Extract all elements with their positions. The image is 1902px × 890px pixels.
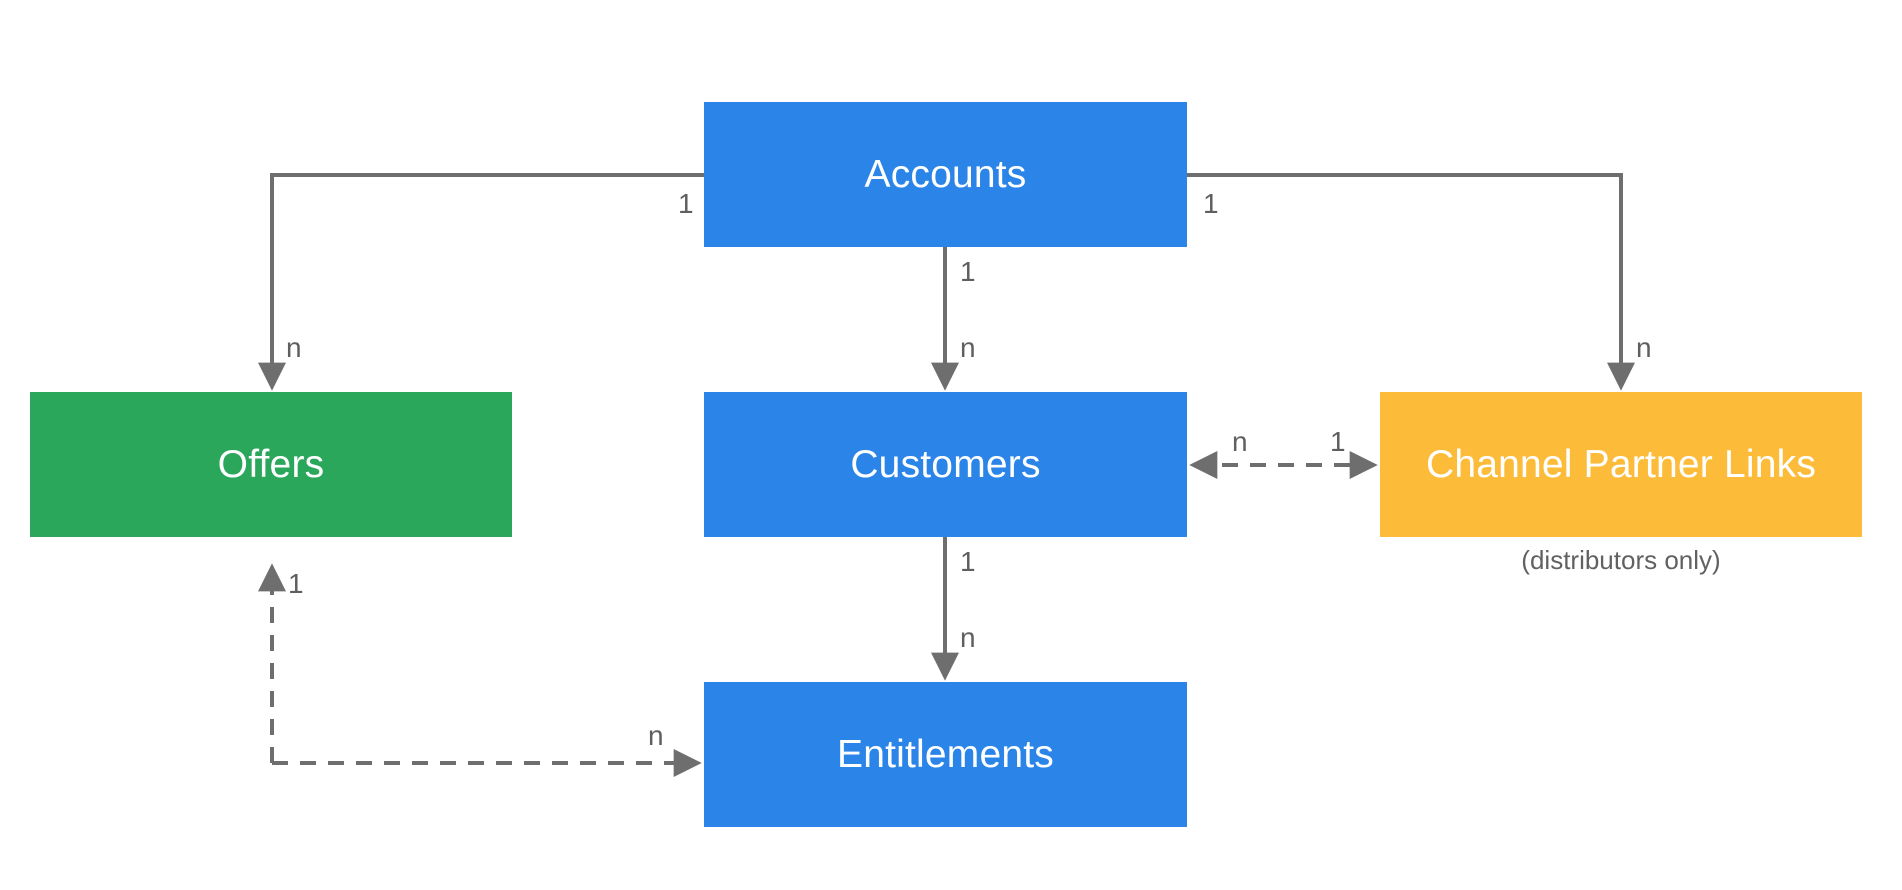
- node-offers-label: Offers: [217, 443, 325, 486]
- node-offers[interactable]: Offers: [30, 392, 512, 537]
- edge-accounts-offers: [258, 173, 704, 391]
- node-entitlements-label: Entitlements: [837, 733, 1054, 776]
- label-customers-entitlements-from: 1: [960, 546, 976, 577]
- label-accounts-offers-from: 1: [678, 188, 694, 219]
- label-accounts-customers-to: n: [960, 332, 976, 363]
- node-entitlements[interactable]: Entitlements: [704, 682, 1187, 827]
- node-customers-label: Customers: [850, 443, 1041, 486]
- node-accounts-label: Accounts: [864, 153, 1027, 196]
- label-accounts-offers-to: n: [286, 332, 302, 363]
- label-accounts-channel-partner-links-from: 1: [1203, 188, 1219, 219]
- node-channel-partner-links-label: Channel Partner Links: [1425, 443, 1817, 486]
- label-offers-entitlements-to: n: [648, 720, 664, 751]
- node-channel-partner-links[interactable]: Channel Partner Links: [1380, 392, 1862, 537]
- label-accounts-customers-from: 1: [960, 256, 976, 287]
- node-customers[interactable]: Customers: [704, 392, 1187, 537]
- label-customers-channel-partner-links-left: n: [1232, 426, 1248, 457]
- node-channel-partner-links-note: (distributors only): [1521, 545, 1721, 575]
- node-accounts[interactable]: Accounts: [704, 102, 1187, 247]
- label-accounts-channel-partner-links-to: n: [1636, 332, 1652, 363]
- edge-accounts-channel-partner-links: [1187, 173, 1635, 391]
- label-customers-entitlements-to: n: [960, 622, 976, 653]
- label-customers-channel-partner-links-right: 1: [1330, 426, 1346, 457]
- label-offers-entitlements-from: 1: [288, 568, 304, 599]
